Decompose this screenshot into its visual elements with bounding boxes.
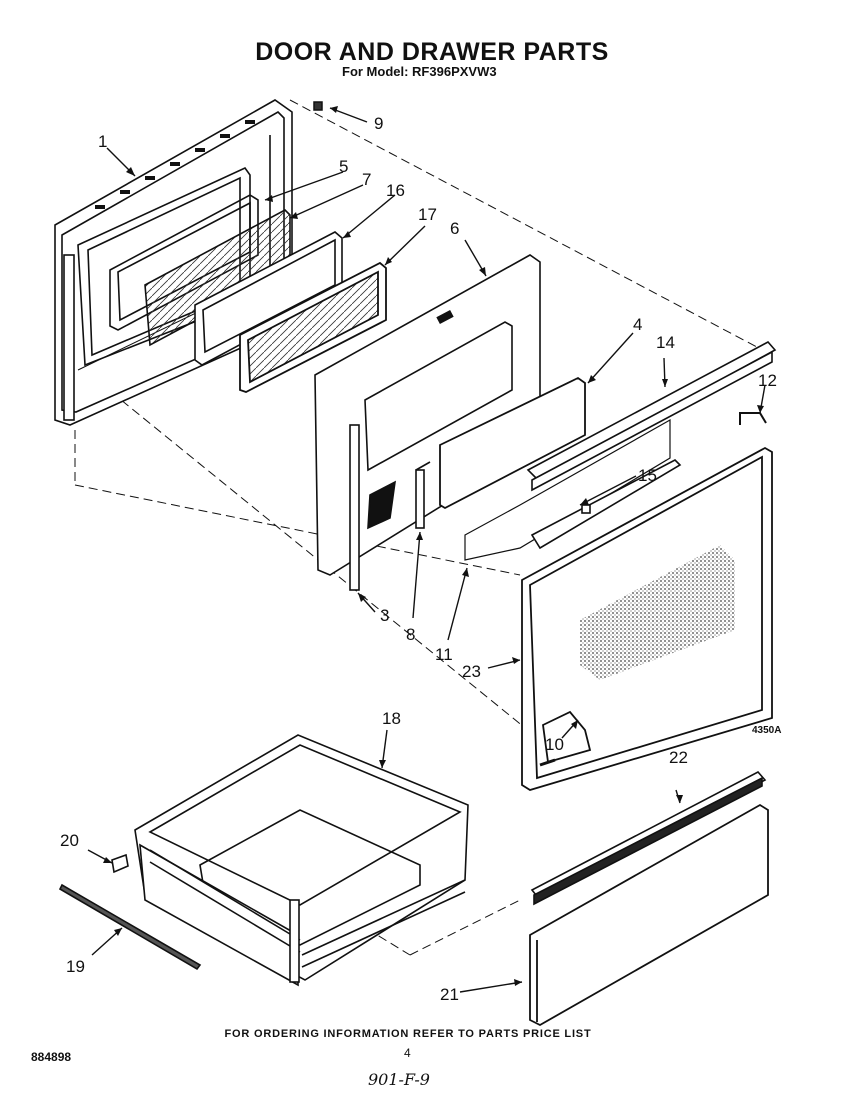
door-trim-14 bbox=[526, 340, 777, 492]
model-subtitle: For Model: RF396PXVW3 bbox=[342, 64, 497, 79]
screw-9 bbox=[313, 101, 323, 111]
ordering-info: FOR ORDERING INFORMATION REFER TO PARTS … bbox=[224, 1028, 592, 1040]
outer-door-glass-23 bbox=[521, 446, 773, 791]
alignment-lines bbox=[74, 99, 773, 956]
insulation-11 bbox=[464, 418, 671, 561]
callout-21: 21 bbox=[440, 985, 459, 1004]
drawer-front-21 bbox=[529, 803, 769, 1027]
callout-labels: 1 3 4 5 6 7 8 9 10 11 12 14 15 16 17 18 … bbox=[60, 114, 777, 1004]
callout-20: 20 bbox=[60, 831, 79, 850]
page-title: DOOR AND DRAWER PARTS bbox=[255, 38, 609, 66]
glass-panel-17 bbox=[239, 261, 387, 393]
door-handle-12 bbox=[739, 412, 767, 425]
callout-11: 11 bbox=[435, 645, 453, 664]
hinge-bracket-8 bbox=[415, 461, 431, 529]
callout-19: 19 bbox=[66, 957, 85, 976]
callout-6: 6 bbox=[450, 219, 459, 238]
drawer-clip-20 bbox=[111, 853, 129, 874]
document-number: 884898 bbox=[31, 1050, 72, 1064]
callout-16: 16 bbox=[386, 181, 405, 200]
callout-15: 15 bbox=[638, 466, 657, 485]
callout-5: 5 bbox=[339, 157, 348, 176]
glass-panel-4 bbox=[439, 376, 586, 510]
leader-arrowheads bbox=[103, 106, 764, 986]
inner-glass-7 bbox=[144, 209, 291, 347]
callout-23: 23 bbox=[462, 662, 481, 681]
callout-10: 10 bbox=[545, 735, 564, 754]
callout-9: 9 bbox=[374, 114, 383, 133]
drawer-trim-22 bbox=[530, 770, 767, 906]
callout-12: 12 bbox=[758, 371, 777, 390]
callout-8: 8 bbox=[406, 625, 415, 644]
callout-14: 14 bbox=[656, 333, 675, 352]
drawer-18 bbox=[134, 734, 469, 987]
callout-4: 4 bbox=[633, 315, 642, 334]
figure-code: 4350A bbox=[752, 725, 782, 736]
callout-22: 22 bbox=[669, 748, 688, 767]
handwritten-note: 901-F-9 bbox=[368, 1070, 430, 1089]
callout-18: 18 bbox=[382, 709, 401, 728]
callout-3: 3 bbox=[380, 606, 389, 625]
page-number: 4 bbox=[404, 1046, 411, 1060]
drawer-rail-19 bbox=[58, 883, 202, 971]
callout-1: 1 bbox=[98, 132, 107, 151]
panel-slots bbox=[95, 120, 255, 209]
callout-17: 17 bbox=[418, 205, 437, 224]
callout-7: 7 bbox=[362, 170, 371, 189]
